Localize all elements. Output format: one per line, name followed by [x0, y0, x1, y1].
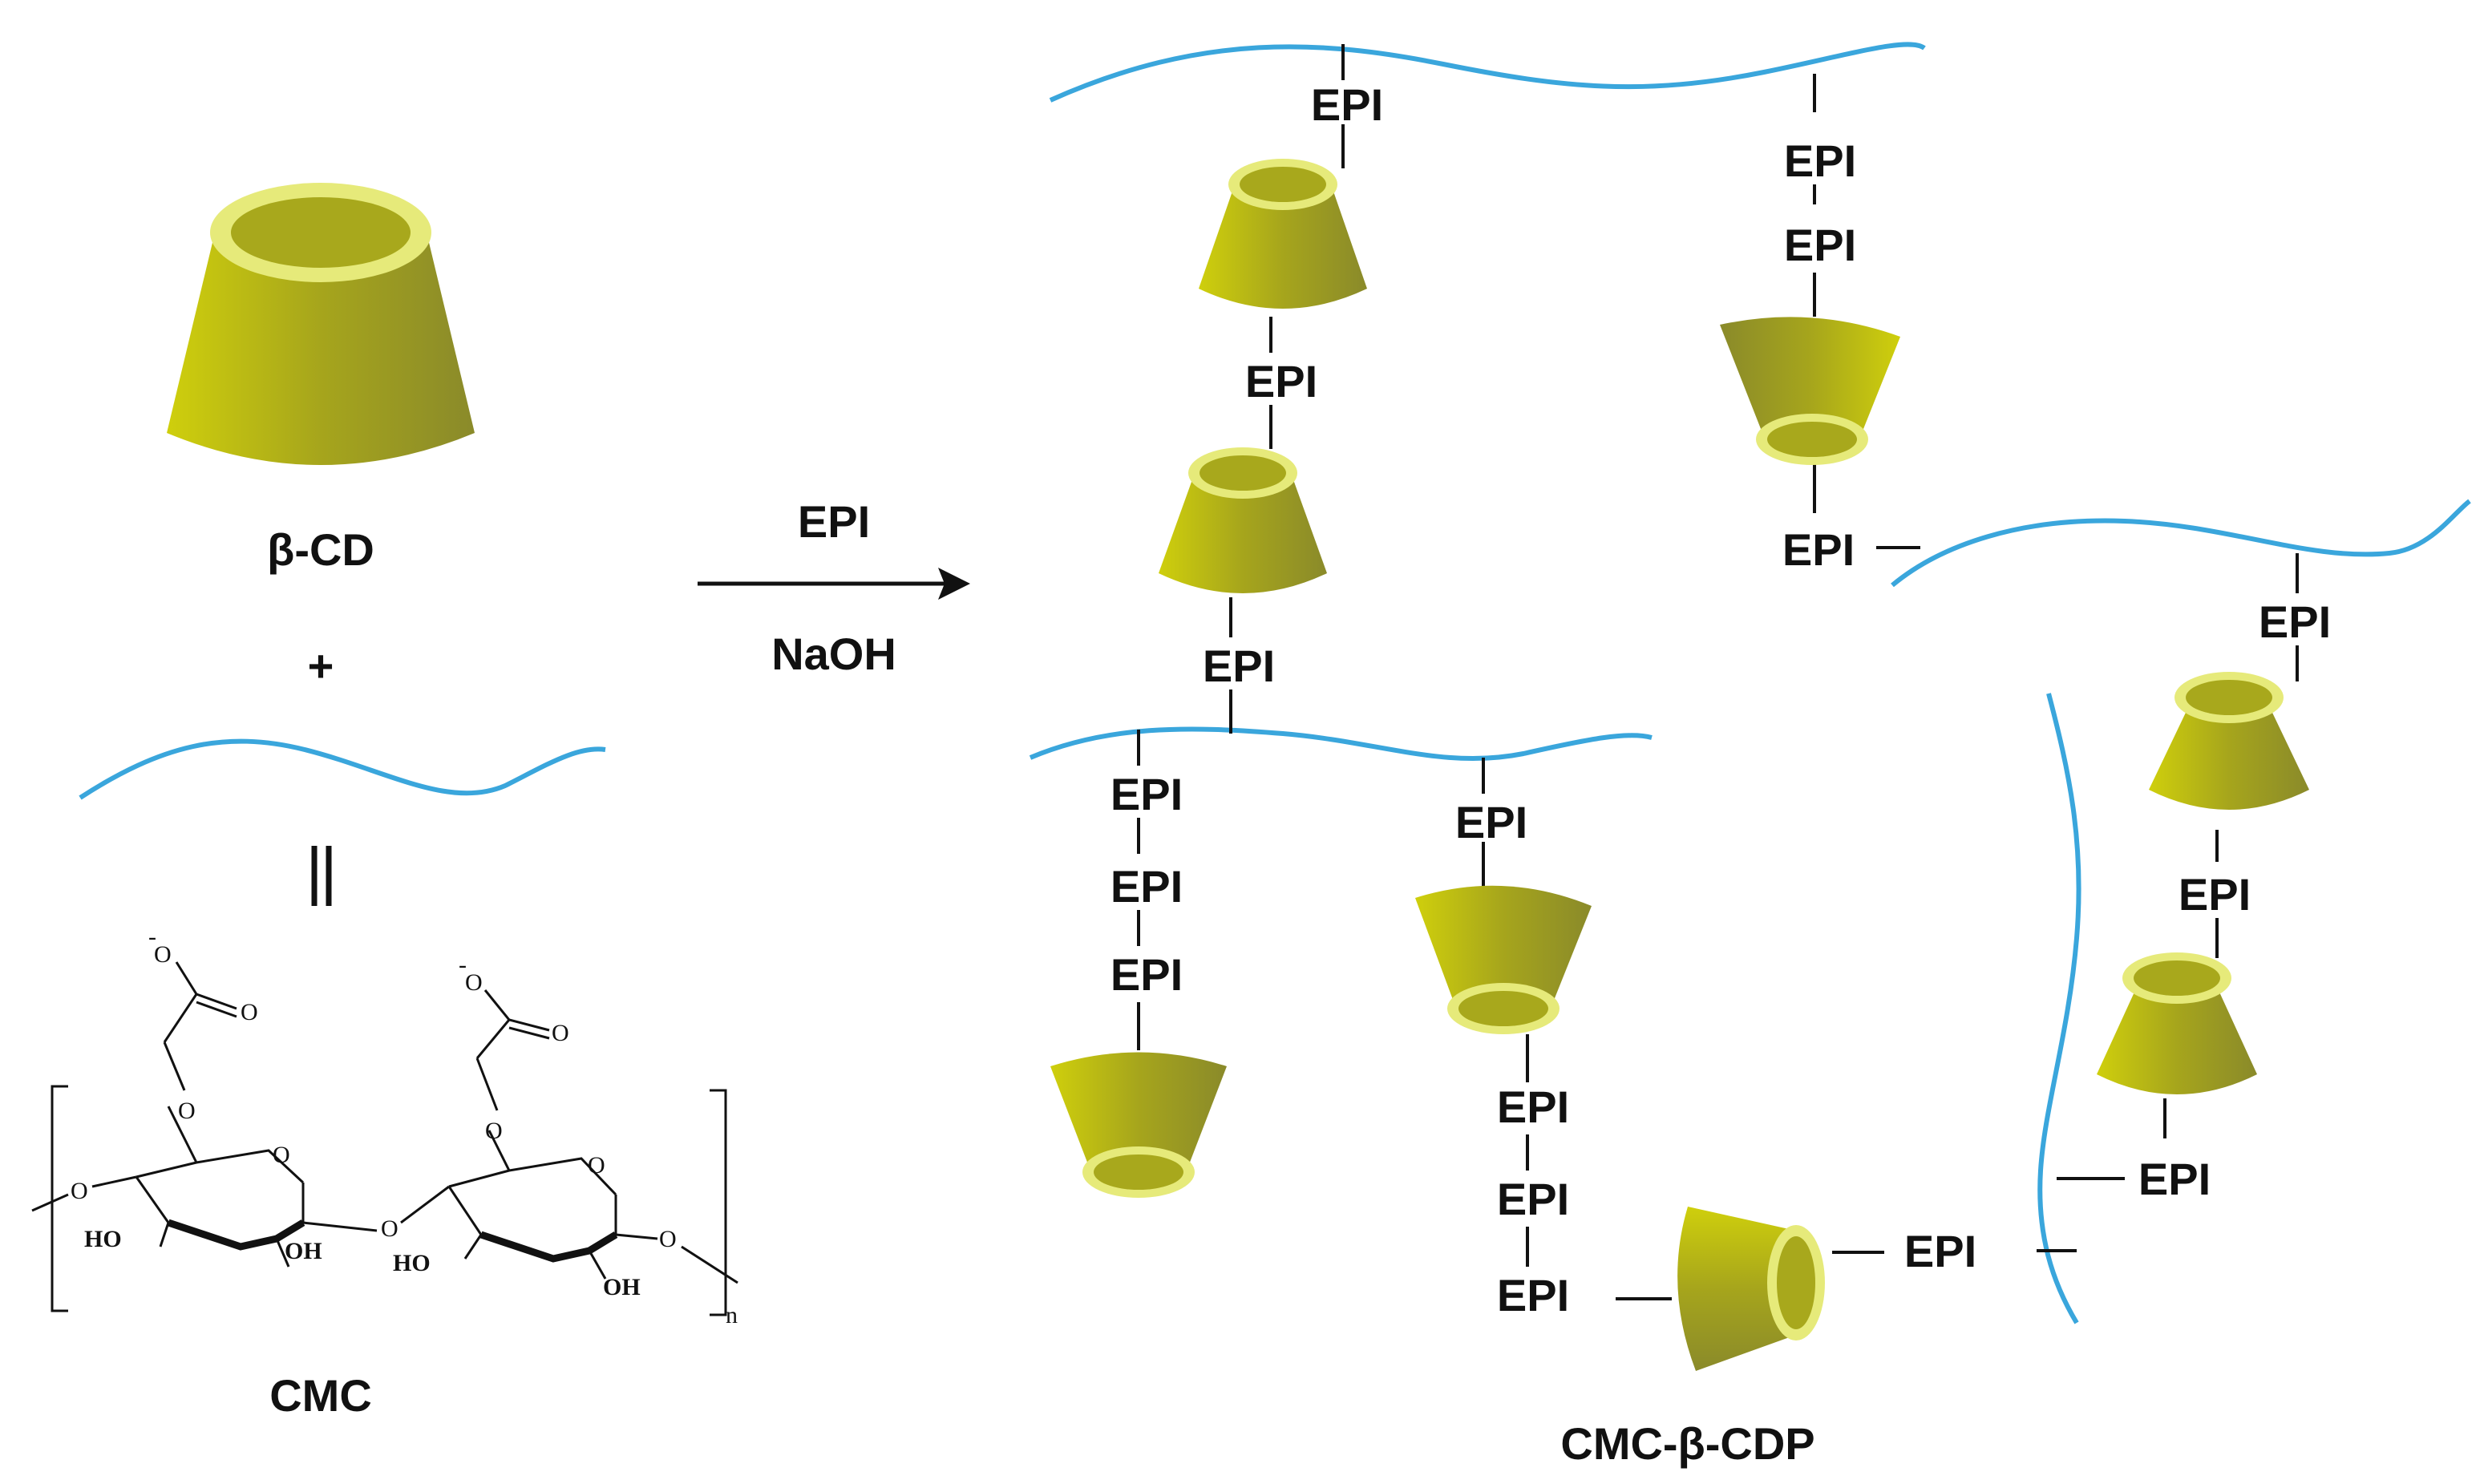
- beta-cd-label: β-CD: [267, 524, 374, 575]
- cd-cone-icon: [1159, 447, 1327, 593]
- hydroxyl-ho-1: HO: [84, 1226, 122, 1252]
- epi-label: EPI: [1497, 1270, 1569, 1320]
- epi-label: EPI: [1497, 1174, 1569, 1224]
- glycosidic-oxygen: O: [381, 1215, 398, 1242]
- cd-cone-icon: [1720, 317, 1900, 465]
- epi-label: EPI: [1203, 641, 1275, 691]
- epi-label: EPI: [1455, 797, 1527, 847]
- cd-cone-icon: [1415, 885, 1592, 1034]
- epi-label: EPI: [2259, 596, 2331, 647]
- ether-oxygen-1: O: [178, 1098, 196, 1124]
- epi-label: EPI: [1782, 524, 1855, 575]
- reagent-naoh-label: NaOH: [771, 629, 896, 679]
- epi-label: EPI: [1311, 79, 1383, 130]
- epi-label: EPI: [1497, 1082, 1569, 1132]
- cd-cone-icon: [2097, 952, 2257, 1094]
- hydroxyl-oh-1: OH: [285, 1238, 322, 1264]
- carboxylate-oxygen-1: O: [154, 941, 172, 968]
- cmc-chemical-structure: n O O O O O - HO OH O O: [31, 924, 738, 1328]
- cmc-label: CMC: [269, 1370, 372, 1421]
- carboxylate-charge-1: -: [148, 924, 156, 950]
- product-chain-right-top: [1891, 499, 2471, 588]
- epi-label: EPI: [1784, 220, 1856, 270]
- cd-cone-icon: [1677, 1207, 1825, 1371]
- hydroxyl-oh-2: OH: [603, 1274, 641, 1300]
- epi-label: EPI: [2179, 869, 2251, 920]
- epi-label: EPI: [1784, 135, 1856, 186]
- cd-cone-icon: [1050, 1052, 1227, 1198]
- reaction-arrow-icon: [698, 568, 970, 600]
- cd-cone-icon: [1199, 159, 1367, 309]
- linker-bonds: [1137, 44, 2299, 1300]
- hydroxyl-ho-2: HO: [393, 1250, 431, 1276]
- ether-oxygen-left: O: [71, 1178, 88, 1204]
- carboxylate-oxygen-2: O: [465, 969, 483, 996]
- equivalence-icon: [311, 846, 332, 906]
- plus-sign: +: [308, 641, 334, 691]
- beta-cd-cone-icon: [167, 183, 475, 465]
- cmc-chain-icon: [79, 738, 606, 800]
- carbonyl-oxygen-2: O: [552, 1020, 569, 1046]
- ring-oxygen-1: O: [273, 1142, 290, 1168]
- epi-label: EPI: [1110, 769, 1183, 819]
- epi-label: EPI: [2138, 1154, 2211, 1204]
- reagent-epi-label: EPI: [798, 496, 870, 547]
- product-chain-right-vertical: [2037, 693, 2081, 1324]
- ether-oxygen-2: O: [485, 1118, 503, 1144]
- cd-cone-icon: [2149, 672, 2309, 810]
- epi-label: EPI: [1904, 1226, 1976, 1276]
- product-chain-top: [1049, 42, 1926, 103]
- epi-label: EPI: [1245, 356, 1317, 406]
- product-label: CMC-β-CDP: [1560, 1418, 1814, 1469]
- epi-label: EPI: [1110, 949, 1183, 1000]
- repeat-subscript: n: [726, 1302, 738, 1328]
- carboxylate-charge-2: -: [459, 952, 467, 978]
- carbonyl-oxygen-1: O: [241, 999, 258, 1025]
- epi-label: EPI: [1110, 861, 1183, 912]
- ether-oxygen-right: O: [659, 1226, 677, 1252]
- ring-oxygen-2: O: [588, 1152, 605, 1179]
- product-chain-middle: [1029, 726, 1653, 762]
